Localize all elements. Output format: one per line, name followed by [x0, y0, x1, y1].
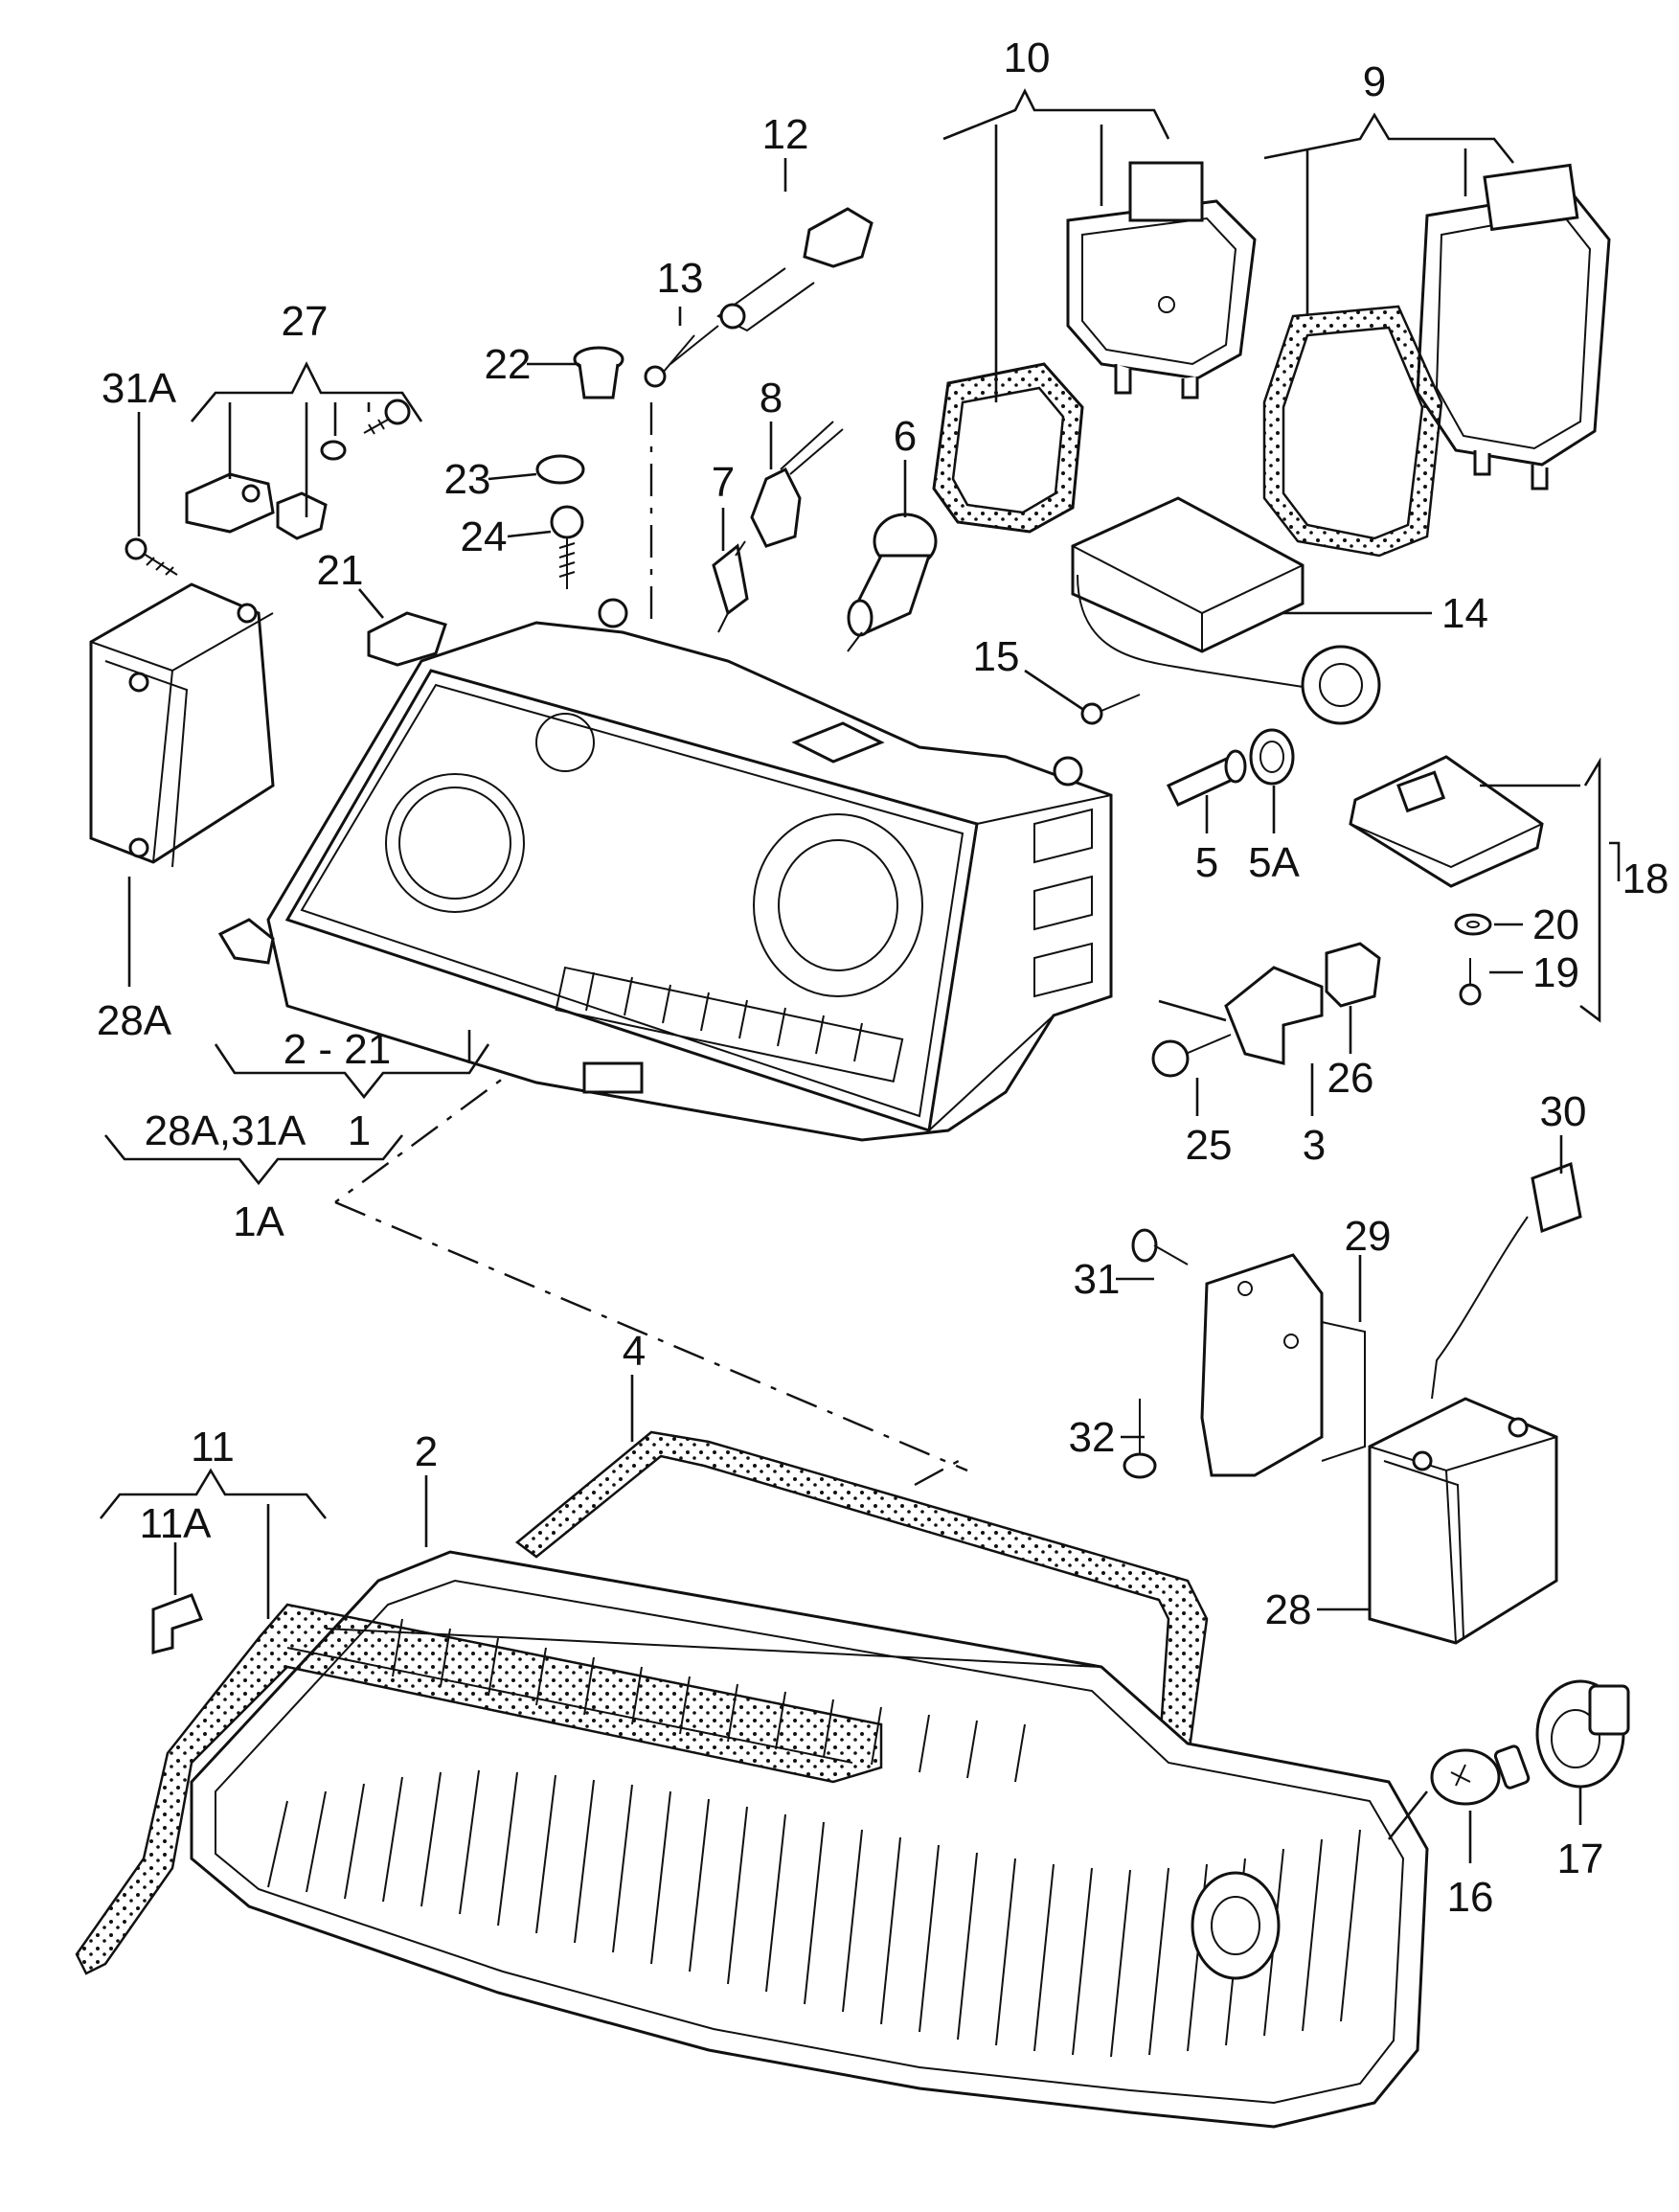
- headlamp-housing: [217, 598, 1113, 1142]
- label-27: 27: [282, 298, 329, 345]
- label-9: 9: [1363, 58, 1386, 105]
- bulb-6: [847, 513, 938, 652]
- label-10: 10: [1004, 34, 1051, 81]
- label-2-21: 2 - 21: [284, 1026, 392, 1073]
- label-30: 30: [1540, 1088, 1587, 1135]
- label-24: 24: [461, 513, 508, 560]
- ring-5a: [1249, 728, 1295, 786]
- screw-32: [1123, 1399, 1157, 1479]
- label-18: 18: [1622, 855, 1669, 902]
- bulb-7: [712, 540, 749, 633]
- bracket-27: [185, 399, 411, 540]
- label-8: 8: [760, 375, 783, 422]
- bulb-8: [750, 421, 844, 548]
- label-28: 28: [1265, 1586, 1312, 1633]
- label-17: 17: [1557, 1836, 1604, 1882]
- cap-22: [573, 346, 624, 399]
- screw-19: [1459, 958, 1482, 1006]
- label-20: 20: [1532, 901, 1579, 948]
- bulb-16: [1430, 1745, 1531, 1806]
- label-11: 11: [191, 1424, 235, 1471]
- gasket-strip-11: [75, 1603, 883, 1975]
- cap-23: [535, 454, 585, 485]
- label-1a: 1A: [233, 1198, 284, 1245]
- label-13: 13: [657, 255, 704, 302]
- label-7: 7: [712, 459, 735, 506]
- gasket-9: [1262, 305, 1443, 558]
- callout-labels: 10 9 12 13 22 8 7 6 23 24 27 31A 21 14 1…: [97, 34, 1669, 1921]
- screw-31: [1131, 1228, 1189, 1266]
- screw-15: [1080, 694, 1141, 725]
- label-5: 5: [1195, 839, 1218, 886]
- label-5a: 5A: [1248, 839, 1300, 886]
- label-28a: 28A: [97, 997, 172, 1044]
- label-28a-31a: 28A,31A: [145, 1107, 306, 1154]
- label-12: 12: [762, 111, 809, 158]
- label-29: 29: [1345, 1213, 1392, 1260]
- module-14: [1071, 496, 1381, 725]
- bulb-holder-12: [669, 207, 874, 365]
- label-31: 31: [1074, 1256, 1121, 1303]
- screw-24: [550, 505, 584, 589]
- label-6: 6: [894, 413, 917, 460]
- label-31a: 31A: [102, 365, 177, 412]
- label-19: 19: [1532, 949, 1579, 996]
- label-22: 22: [485, 341, 532, 388]
- label-11a: 11A: [139, 1500, 212, 1547]
- label-3: 3: [1303, 1122, 1326, 1169]
- ballast-18: [1349, 755, 1544, 888]
- label-32: 32: [1069, 1414, 1116, 1461]
- label-2: 2: [415, 1428, 438, 1475]
- screw-13: [644, 334, 695, 388]
- plug-30: [1431, 1161, 1582, 1400]
- screw-31a: [125, 537, 178, 576]
- plug-26: [1325, 942, 1381, 1008]
- label-4: 4: [623, 1328, 646, 1375]
- label-25: 25: [1186, 1122, 1233, 1169]
- label-21: 21: [317, 547, 364, 594]
- cover-9: [1416, 163, 1611, 490]
- washer-20: [1454, 913, 1492, 936]
- clip-11a: [151, 1593, 203, 1654]
- bracket-3: [1224, 966, 1324, 1065]
- screw-25: [1151, 1034, 1232, 1078]
- callout-lines: [99, 88, 1621, 1863]
- control-unit-28a: [89, 582, 275, 868]
- label-15: 15: [973, 633, 1020, 680]
- label-23: 23: [444, 456, 491, 503]
- label-16: 16: [1447, 1874, 1494, 1921]
- mount-bracket-29: [1200, 1253, 1366, 1477]
- cover-10: [1066, 161, 1257, 399]
- label-1: 1: [348, 1107, 371, 1154]
- label-14: 14: [1441, 590, 1488, 637]
- bulb-5: [1166, 749, 1247, 807]
- label-26: 26: [1327, 1055, 1374, 1102]
- clip-21: [367, 611, 447, 667]
- control-unit-28: [1368, 1397, 1558, 1645]
- socket-17: [1535, 1679, 1630, 1789]
- gasket-10: [932, 362, 1084, 534]
